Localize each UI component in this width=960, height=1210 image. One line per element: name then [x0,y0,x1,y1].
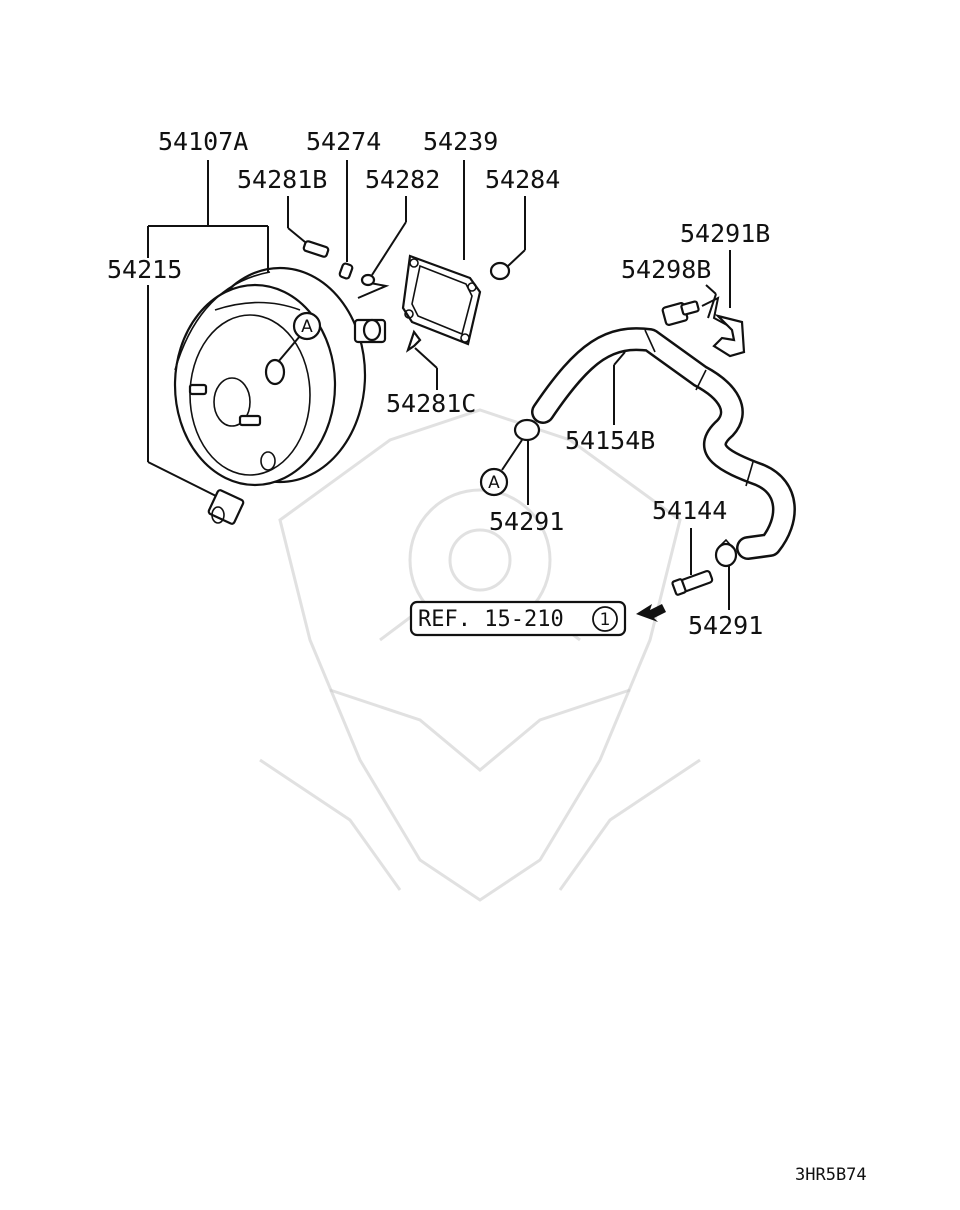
diagram-code: 3HR5B74 [795,1165,867,1185]
reference-text: REF. 15-210 [418,607,564,632]
label-54284[interactable]: 54284 [485,165,560,194]
label-54144[interactable]: 54144 [652,496,727,525]
label-54274[interactable]: 54274 [306,127,381,156]
callout-a-clamp: A [479,467,509,497]
label-54291-left[interactable]: 54291 [489,507,564,536]
leader-lines [147,160,731,610]
callout-a-booster: A [292,311,322,341]
callout-a-booster-letter: A [301,317,313,337]
reference-circle-number: 1 [600,610,611,630]
label-54281B[interactable]: 54281B [237,165,327,194]
label-54281C[interactable]: 54281C [386,389,476,418]
label-54298B[interactable]: 54298B [621,255,711,284]
reference-box[interactable]: REF. 15-210 1 [409,600,627,637]
label-54154B[interactable]: 54154B [565,426,655,455]
vacuum-hose [531,327,796,560]
label-54107A[interactable]: 54107A [158,127,248,156]
label-54215[interactable]: 54215 [107,255,182,284]
label-54291B[interactable]: 54291B [680,219,770,248]
part-labels: 54107A 54274 54239 54281B 54282 54284 54… [107,127,770,640]
reference-arrow-icon [636,604,666,622]
callout-a-clamp-letter: A [488,473,500,493]
label-54239[interactable]: 54239 [423,127,498,156]
label-54291-right[interactable]: 54291 [688,611,763,640]
label-54282[interactable]: 54282 [365,165,440,194]
small-parts [207,240,746,596]
brake-booster [173,266,387,487]
